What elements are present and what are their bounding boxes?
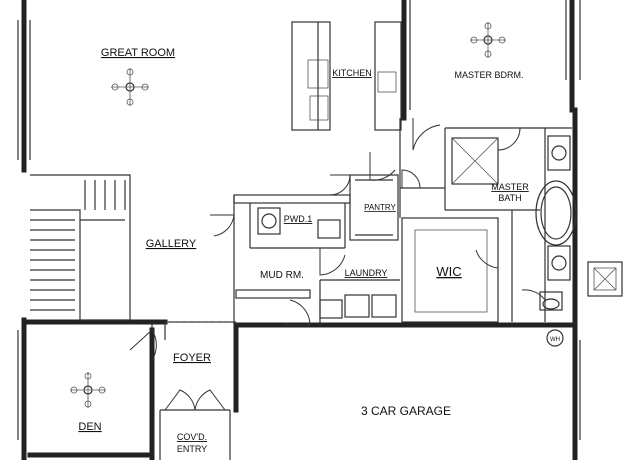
powder-fixtures bbox=[257, 207, 341, 239]
powder-room-label: PWD.1 bbox=[284, 214, 313, 224]
garage-label: 3 CAR GARAGE bbox=[361, 404, 451, 418]
covered-entry-frame bbox=[159, 409, 231, 460]
ceiling-fan-master bbox=[470, 22, 506, 58]
covered-entry-label-line2: ENTRY bbox=[177, 444, 207, 454]
master-bath-label-line2: BATH bbox=[498, 193, 521, 203]
master-bath-fixtures bbox=[451, 135, 577, 311]
den-label: DEN bbox=[78, 421, 101, 433]
pantry-label: PANTRY bbox=[364, 203, 396, 212]
mud-room-label: MUD RM. bbox=[260, 270, 304, 281]
door-swings bbox=[129, 118, 546, 411]
great-room-label: GREAT ROOM bbox=[101, 47, 175, 59]
ceiling-fan-den bbox=[70, 372, 106, 408]
gallery-label: GALLERY bbox=[146, 238, 197, 250]
master-bedroom-label: MASTER BDRM. bbox=[454, 70, 523, 80]
interior-walls bbox=[151, 118, 572, 340]
kitchen-counters bbox=[291, 21, 402, 131]
exterior-walls bbox=[21, 0, 578, 460]
ceiling-fan-great-room bbox=[111, 68, 149, 106]
laundry-appliances bbox=[319, 294, 397, 319]
foyer-label: FOYER bbox=[173, 352, 211, 364]
wic-label: WIC bbox=[436, 264, 461, 279]
window-marks bbox=[17, 0, 581, 440]
covered-entry-label-line1: COV'D. bbox=[177, 432, 207, 442]
water-heater-label: WH bbox=[550, 337, 560, 343]
exterior-grate bbox=[587, 261, 623, 297]
master-bath-label-line1: MASTER bbox=[491, 182, 529, 192]
laundry-label: LAUNDRY bbox=[345, 268, 388, 278]
water-heater-symbol: WH bbox=[546, 329, 564, 347]
kitchen-label: KITCHEN bbox=[332, 68, 372, 78]
staircase bbox=[30, 174, 131, 321]
